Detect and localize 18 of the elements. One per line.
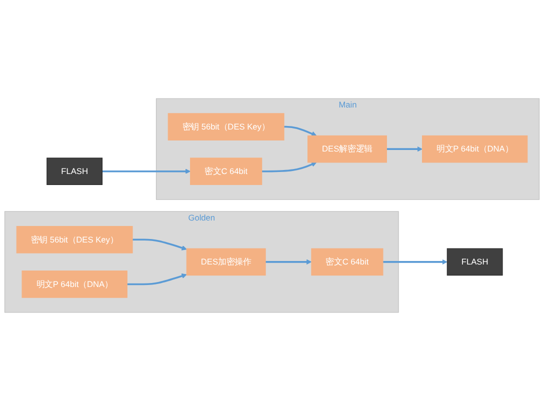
- node-box: 密钥 56bit（DES Key）: [16, 226, 133, 254]
- arrow: [266, 259, 312, 265]
- node-box: DES解密逻辑: [307, 135, 387, 163]
- node-box: 密文C 64bit: [190, 158, 262, 185]
- node-box: FLASH: [446, 248, 503, 276]
- node-box: 明文P 64bit（DNA）: [422, 135, 528, 163]
- arrow: [132, 238, 187, 250]
- node-box: 密钥 56bit（DES Key）: [168, 113, 284, 140]
- arrow: [127, 273, 187, 286]
- arrow: [262, 162, 317, 172]
- arrow: [102, 168, 191, 174]
- arrow: [382, 259, 448, 265]
- node-box: DES加密操作: [186, 248, 266, 276]
- node-box: 密文C 64bit: [311, 248, 384, 276]
- node-box: 明文P 64bit（DNA）: [22, 270, 128, 298]
- node-box: FLASH: [46, 158, 103, 185]
- arrow: [386, 146, 423, 152]
- arrow: [284, 126, 317, 136]
